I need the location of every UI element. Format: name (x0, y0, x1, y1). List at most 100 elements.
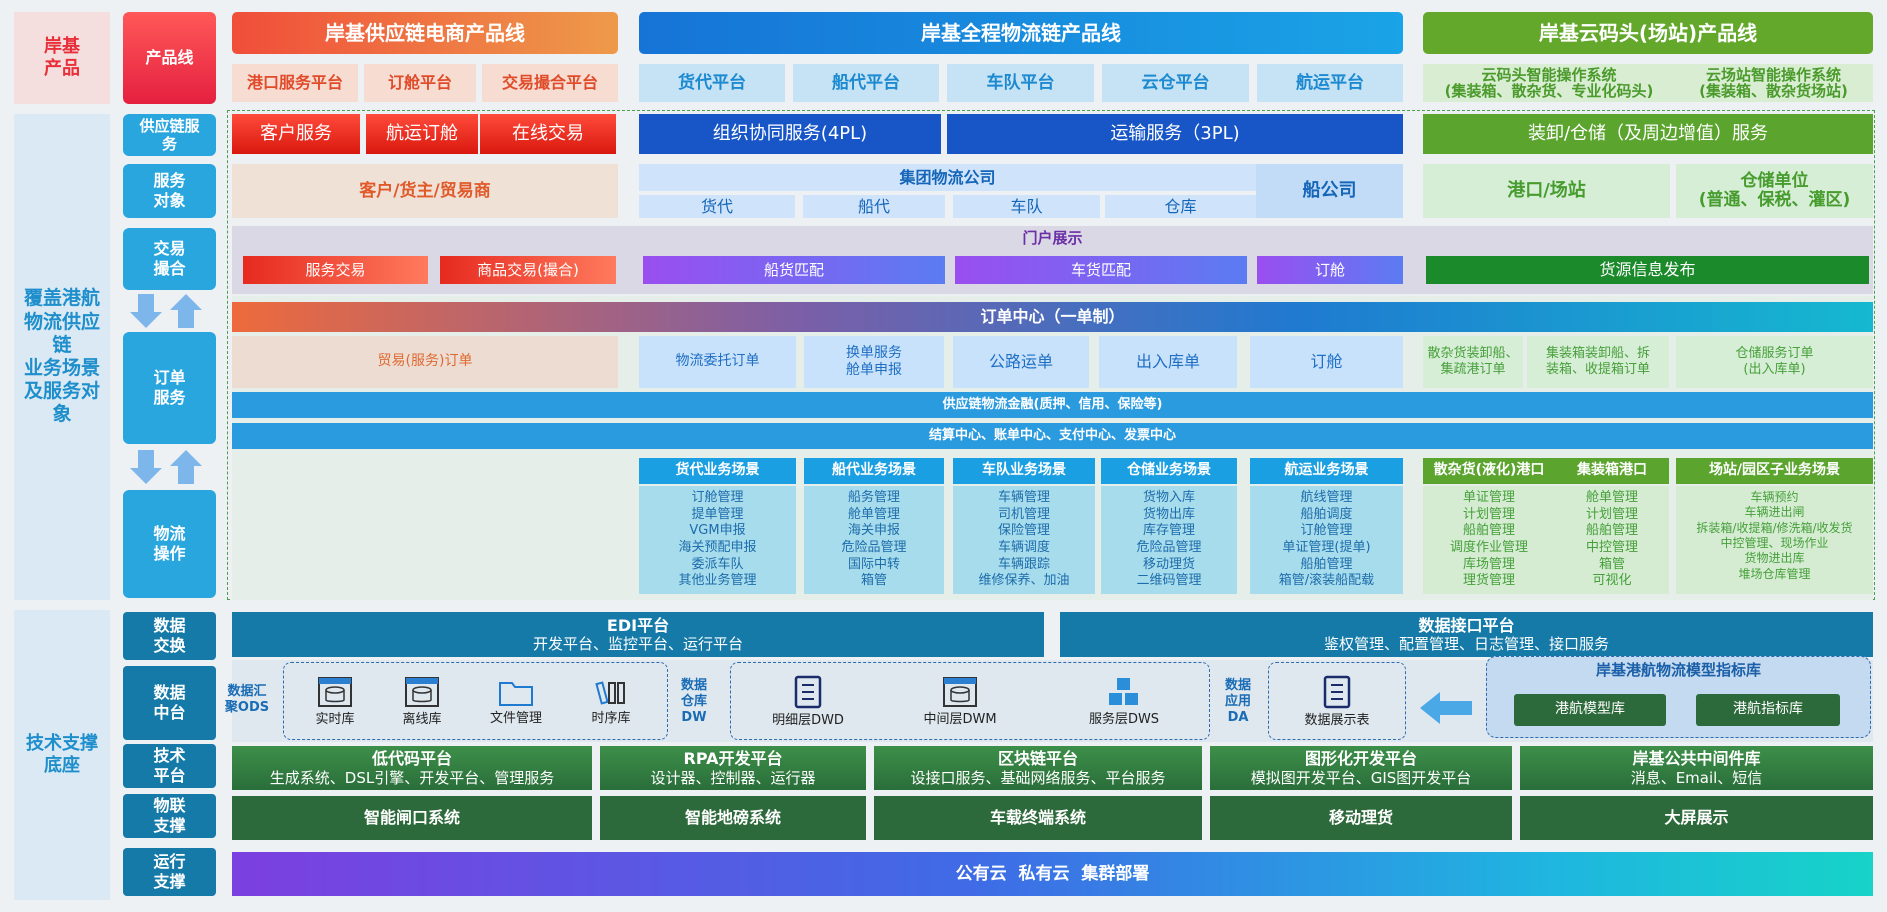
tech-middleware-title: 岸基公共中间件库 (1632, 749, 1761, 769)
dw-dwm: 中间层DWM (910, 670, 1010, 734)
document-list-icon (794, 675, 822, 709)
platform-shipping: 航运平台 (1257, 64, 1403, 102)
scenario-shipping-title: 航运业务场景 (1250, 458, 1403, 484)
scenario-freight-items: 订舱管理 提单管理 VGM申报 海关预配申报 委派车队 其他业务管理 (639, 486, 796, 594)
scenario-fleet-items: 车辆管理 司机管理 保险管理 车辆调度 车辆跟踪 维修保养、加油 (953, 486, 1095, 594)
scenario-warehouse-items: 货物入库 货物出库 库存管理 危险品管理 移动理货 二维码管理 (1101, 486, 1237, 594)
product-line-logistics: 岸基全程物流链产品线 (639, 12, 1403, 54)
settlement-bar: 结算中心、账单中心、支付中心、发票中心 (232, 423, 1873, 449)
iot-weighbridge: 智能地磅系统 (600, 796, 866, 840)
target-warehouse: 仓库 (1105, 195, 1256, 218)
tech-rpa: RPA开发平台设计器、控制器、运行器 (600, 746, 866, 790)
updown-arrows-1 (128, 292, 212, 330)
tech-middleware-sub: 消息、Email、短信 (1630, 768, 1763, 787)
trade-cargo-release: 货源信息发布 (1426, 256, 1869, 284)
order-logistics: 物流委托订单 (639, 336, 796, 388)
platform-booking: 订舱平台 (364, 64, 476, 102)
target-customer: 客户/货主/贸易商 (232, 164, 618, 218)
database-icon (404, 676, 440, 708)
cubes-icon (1106, 676, 1142, 708)
service-customer: 客户服务 (232, 114, 360, 154)
target-shipping-company: 船公司 (1256, 164, 1403, 218)
service-4pl: 组织协同服务(4PL) (639, 114, 941, 154)
scenario-freight-title: 货代业务场景 (639, 458, 796, 484)
ods-offline-label: 离线库 (402, 712, 442, 728)
ods-label: 数据汇 聚ODS (224, 684, 270, 715)
ods-realtime: 实时库 (298, 670, 372, 734)
scenario-yard-title: 场站/园区子业务场景 (1676, 458, 1873, 484)
platform-freight: 货代平台 (639, 64, 785, 102)
left-label-tech: 技术支撑 底座 (14, 610, 110, 900)
dw-dwd: 明细层DWD (758, 670, 858, 734)
target-freight: 货代 (639, 195, 795, 218)
category-product-line: 产品线 (123, 12, 216, 104)
iot-gate: 智能闸口系统 (232, 796, 592, 840)
da-label: 数据 应用 DA (1224, 678, 1251, 725)
tech-graphical-sub: 模拟图开发平台、GIS图开发平台 (1250, 768, 1472, 787)
category-service-target: 服务 对象 (123, 164, 216, 218)
order-bulk: 散杂货装卸船、 集疏港订单 (1423, 336, 1523, 388)
folder-icon (498, 677, 534, 707)
scenario-bulk-port-title: 散杂货(液化)港口 (1423, 458, 1555, 484)
tech-blockchain: 区块链平台设接口服务、基础网络服务、平台服务 (874, 746, 1202, 790)
dw-dwm-label: 中间层DWM (923, 712, 997, 728)
target-group-logistics: 集团物流公司 (639, 164, 1256, 191)
ods-realtime-label: 实时库 (315, 712, 355, 728)
left-arrow-icon (1418, 688, 1474, 728)
portal-display: 门户展示 (1022, 228, 1083, 247)
platform-fleet: 车队平台 (947, 64, 1094, 102)
scenario-shipping-items: 航线管理 船舶调度 订舱管理 单证管理(提单) 船舶管理 箱管/滚装船配载 (1250, 486, 1403, 594)
target-storage-unit: 仓储单位 (普通、保税、灌区) (1676, 164, 1873, 218)
tech-middleware: 岸基公共中间件库消息、Email、短信 (1520, 746, 1873, 790)
updown-arrows-2 (128, 448, 212, 486)
trade-service: 服务交易 (243, 256, 428, 284)
left-label-product: 岸基 产品 (14, 12, 110, 104)
interface-sub: 鉴权管理、配置管理、日志管理、接口服务 (1323, 635, 1609, 654)
dw-label: 数据 仓库 DW (680, 678, 707, 725)
scenario-agent-items: 船务管理 舱单管理 海关申报 危险品管理 国际中转 箱管 (804, 486, 944, 594)
tech-lowcode-title: 低代码平台 (371, 749, 452, 769)
ods-files: 文件管理 (474, 670, 558, 734)
dw-dwd-label: 明细层DWD (772, 713, 844, 729)
da-display-table-label: 数据展示表 (1304, 713, 1370, 729)
system-cloud-terminal: 云码头智能操作系统 (集装箱、散杂货、专业化码头) (1423, 64, 1675, 102)
order-container: 集装箱装卸船、拆 装箱、收提箱订单 (1527, 336, 1669, 388)
arrow-icon (130, 294, 202, 328)
category-data-exchange: 数据 交换 (123, 612, 216, 660)
iot-big-screen: 大屏展示 (1520, 796, 1873, 840)
tech-lowcode: 低代码平台生成系统、DSL引擎、开发平台、管理服务 (232, 746, 592, 790)
tech-graphical: 图形化开发平台模拟图开发平台、GIS图开发平台 (1210, 746, 1512, 790)
system-cloud-yard: 云场站智能操作系统 (集装箱、散杂货场站) (1674, 64, 1873, 102)
da-box (1268, 662, 1406, 740)
scenario-container-port-items: 舱单管理 计划管理 船舶管理 中控管理 箱管 可视化 (1555, 486, 1669, 594)
model-library-title: 岸基港航物流模型指标库 (1595, 660, 1761, 679)
ods-timeseries-label: 时序库 (591, 711, 631, 727)
tech-rpa-title: RPA开发平台 (683, 749, 783, 769)
trade-truck-cargo-match: 车货匹配 (955, 256, 1247, 284)
platform-cloud-warehouse: 云仓平台 (1102, 64, 1249, 102)
tech-rpa-sub: 设计器、控制器、运行器 (650, 768, 816, 787)
left-label-business: 覆盖港航 物流供应 链 业务场景 及服务对 象 (14, 114, 110, 600)
trade-ship-cargo-match: 船货匹配 (643, 256, 945, 284)
tech-blockchain-sub: 设接口服务、基础网络服务、平台服务 (910, 768, 1166, 787)
category-iot: 物联 支撑 (123, 794, 216, 838)
order-booking: 订舱 (1250, 336, 1403, 388)
edi-platform: EDI平台开发平台、监控平台、运行平台 (232, 612, 1044, 657)
da-display-table: 数据展示表 (1272, 670, 1402, 734)
tech-lowcode-sub: 生成系统、DSL引擎、开发平台、管理服务 (269, 768, 555, 787)
ods-offline: 离线库 (385, 670, 459, 734)
order-storage: 仓储服务订单 (出入库单) (1676, 336, 1873, 388)
interface-title: 数据接口平台 (1418, 615, 1515, 635)
scenario-bulk-port-items: 单证管理 计划管理 船舶管理 调度作业管理 库场管理 理货管理 (1423, 486, 1555, 594)
order-inout-stock: 出入库单 (1099, 336, 1237, 388)
service-online-trade: 在线交易 (480, 114, 616, 154)
product-line-ecommerce: 岸基供应链电商产品线 (232, 12, 618, 54)
ods-files-label: 文件管理 (489, 711, 542, 727)
service-3pl: 运输服务（3PL) (947, 114, 1403, 154)
iot-mobile-tally: 移动理货 (1210, 796, 1512, 840)
order-center: 订单中心（一单制） (232, 302, 1873, 332)
finance-bar: 供应链物流金融(质押、信用、保险等) (232, 392, 1873, 418)
scenario-agent-title: 船代业务场景 (804, 458, 944, 484)
iot-vehicle-terminal: 车载终端系统 (874, 796, 1202, 840)
category-tech-platform: 技术 平台 (123, 744, 216, 788)
